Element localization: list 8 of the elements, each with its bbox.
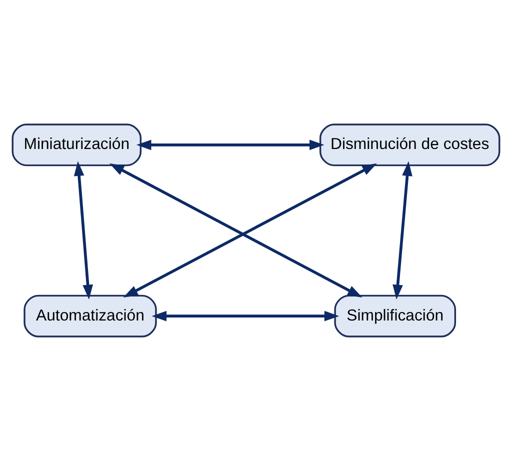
node-box: Miniaturización: [12, 124, 142, 166]
node-box: Simplificación: [334, 294, 456, 338]
node-box: Disminución de costes: [319, 124, 500, 166]
arrow: [136, 140, 324, 150]
arrow: [392, 161, 412, 300]
arrow: [74, 161, 93, 300]
node-box: Automatización: [24, 294, 157, 338]
arrow: [152, 310, 340, 322]
